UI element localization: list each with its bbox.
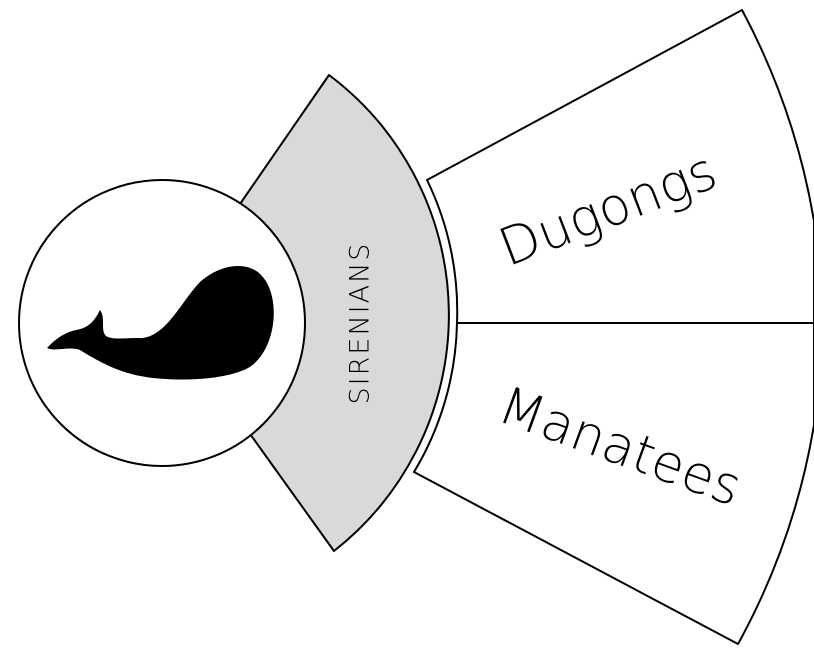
dugongs-sector: [426, 9, 814, 324]
sirenians-sector: [239, 74, 450, 552]
whale-body: [47, 265, 274, 380]
whale-icon: [47, 265, 274, 380]
sirenians-label: SIRENIANS: [345, 242, 376, 405]
manatees-sector: [413, 322, 814, 645]
hub-circle: [18, 179, 306, 467]
